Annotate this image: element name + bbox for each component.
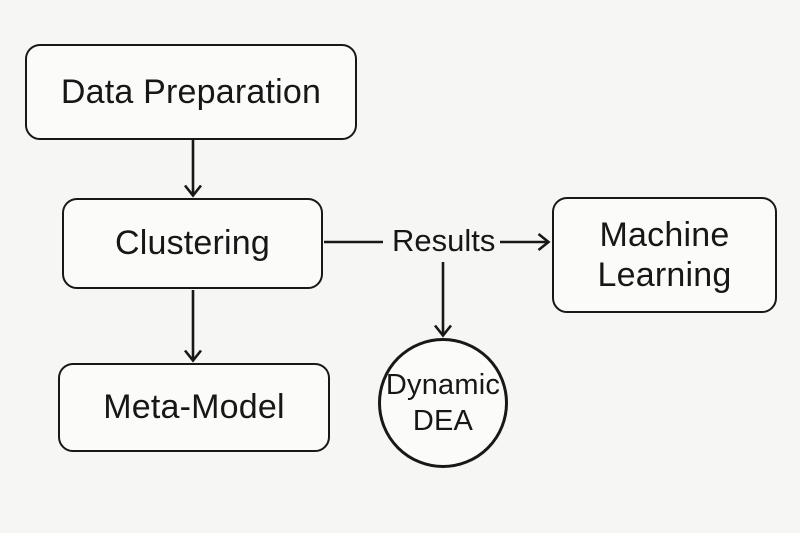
node-dynamic-dea: Dynamic DEA — [378, 338, 508, 468]
edge-dataprep-to-clustering — [183, 140, 203, 198]
node-meta-model: Meta-Model — [58, 363, 330, 452]
node-dynamic-dea-line2: DEA — [412, 405, 474, 437]
node-clustering: Clustering — [62, 198, 323, 289]
node-machine-learning-line1: Machine — [599, 215, 730, 254]
node-meta-model-label: Meta-Model — [103, 388, 285, 427]
node-data-preparation-label: Data Preparation — [60, 72, 322, 111]
node-clustering-label: Clustering — [114, 224, 271, 263]
node-machine-learning-line2: Learning — [597, 256, 732, 294]
edge-clustering-to-meta-model — [183, 290, 203, 363]
edge-results-to-machine-learning — [500, 232, 551, 252]
edge-results-to-dynamic-dea — [433, 262, 453, 338]
edge-label-results: Results — [392, 223, 496, 258]
node-dynamic-dea-line1: Dynamic — [385, 368, 501, 401]
node-data-preparation: Data Preparation — [25, 44, 357, 140]
node-machine-learning: Machine Learning — [552, 197, 777, 313]
